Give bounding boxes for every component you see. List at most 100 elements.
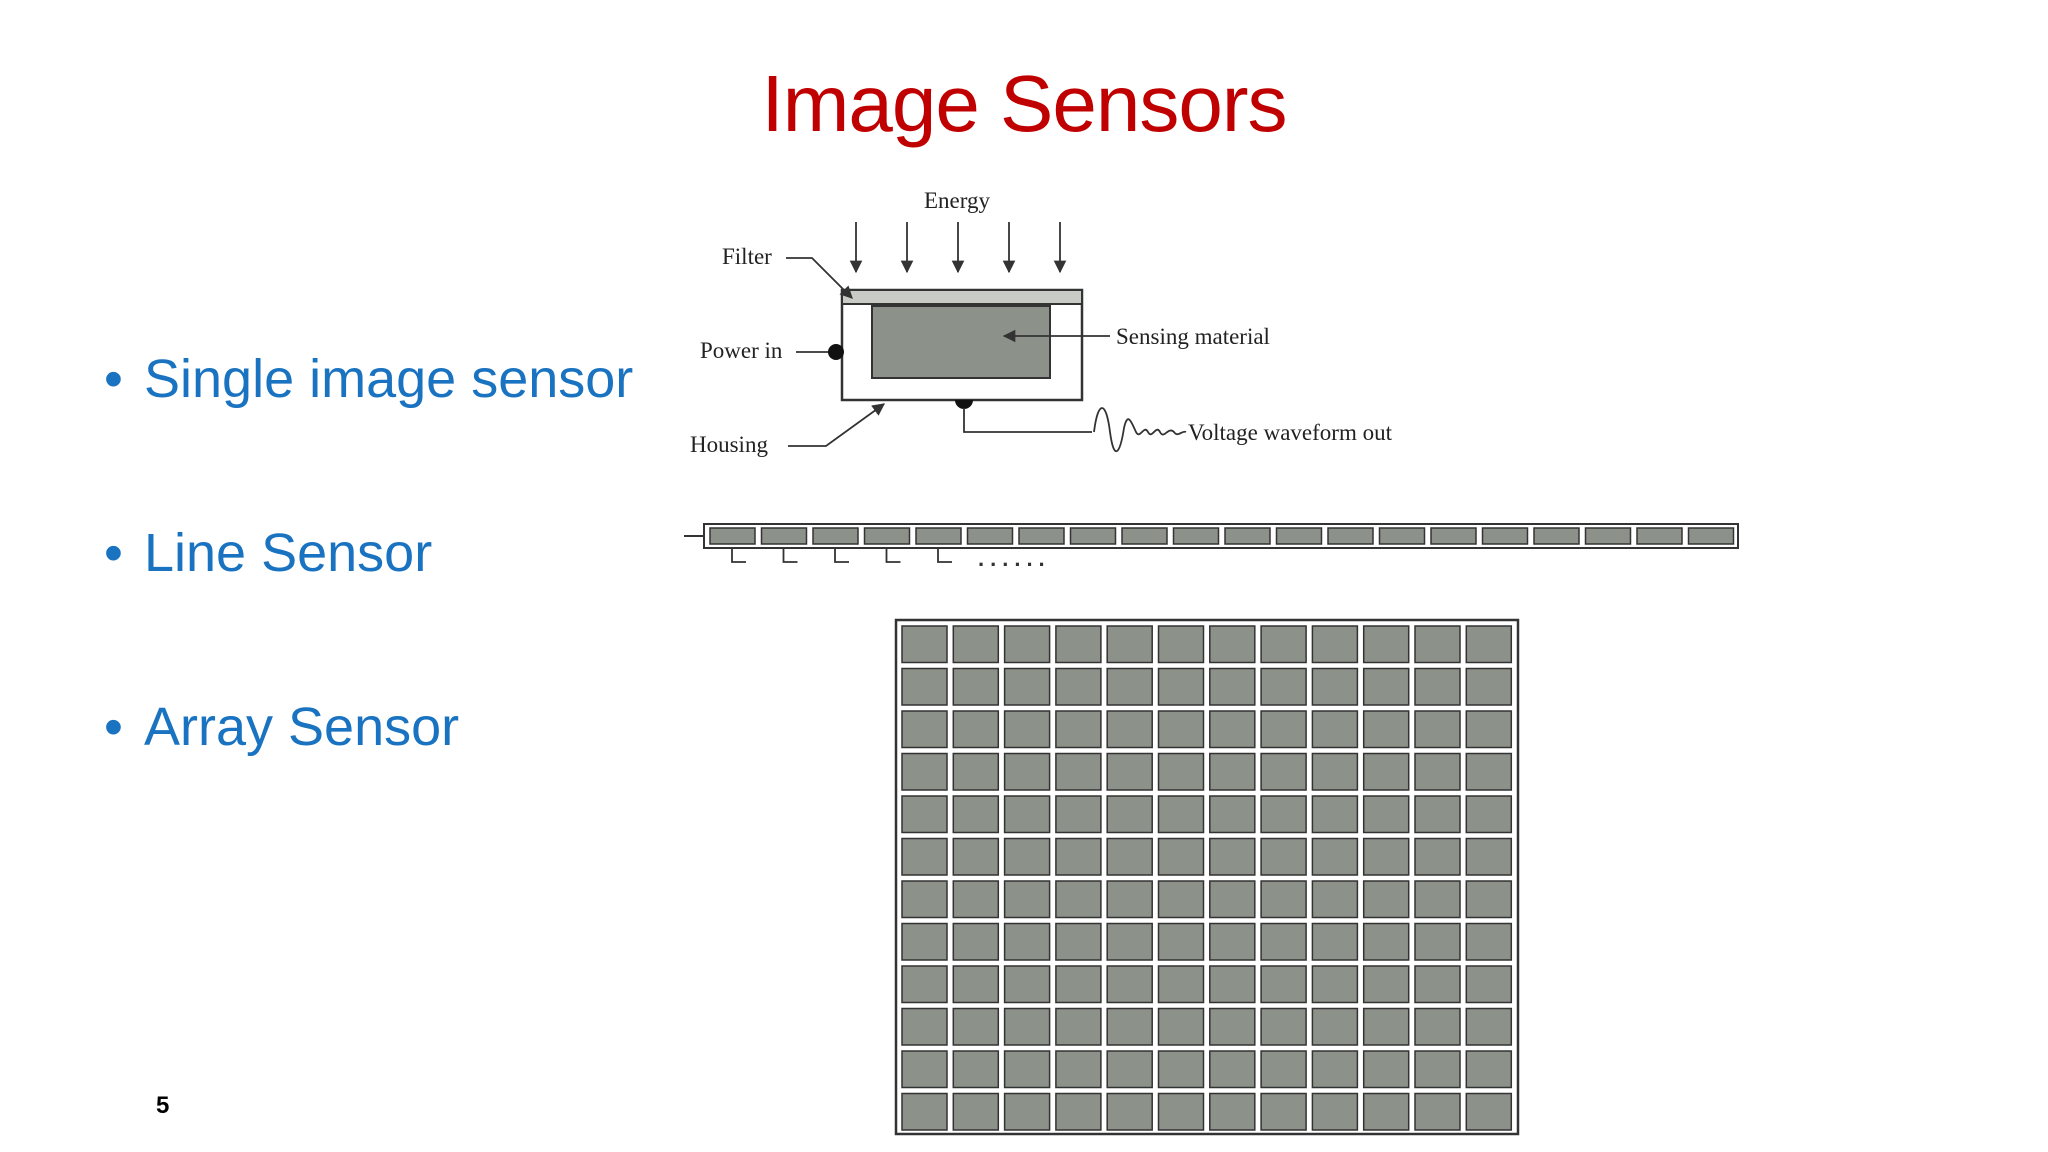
line-sensor-cells	[709, 527, 1735, 545]
array-sensor-cell	[901, 710, 948, 749]
array-sensor-cell	[1106, 837, 1153, 876]
array-sensor-cell	[1465, 752, 1513, 791]
array-sensor-cell	[1260, 837, 1307, 876]
array-sensor-cell	[1414, 837, 1461, 876]
array-sensor-cell	[1157, 880, 1205, 919]
array-sensor-cell	[1157, 1050, 1205, 1089]
array-sensor-cell	[1106, 1007, 1153, 1046]
array-sensor-cell	[1362, 625, 1410, 664]
array-sensor-cell	[1055, 1050, 1102, 1089]
array-sensor-cell	[901, 1007, 948, 1046]
array-sensor-cell	[1106, 667, 1153, 706]
array-sensor-cell	[1003, 1007, 1051, 1046]
line-sensor-cell	[709, 527, 756, 545]
array-sensor-cell	[1465, 625, 1513, 664]
array-sensor-cell	[1157, 795, 1205, 834]
array-sensor-cell	[1157, 922, 1205, 961]
energy-label: Energy	[924, 188, 991, 213]
array-sensor-cell	[1209, 1092, 1256, 1131]
array-sensor-cell	[1465, 1050, 1513, 1089]
array-sensor-cell	[1465, 965, 1513, 1004]
array-sensor-cell	[1209, 795, 1256, 834]
line-sensor-cell	[1327, 527, 1374, 545]
line-sensor-lead	[937, 548, 952, 563]
array-sensor-cell	[1157, 625, 1205, 664]
array-sensor-cell	[901, 837, 948, 876]
power-in-label: Power in	[700, 338, 783, 363]
array-sensor-cell	[1106, 965, 1153, 1004]
array-sensor-cell	[1362, 667, 1410, 706]
array-sensor-cell	[952, 965, 1000, 1004]
slide-number: 5	[156, 1092, 170, 1119]
line-sensor-lead	[731, 548, 746, 563]
line-sensor-cell	[1533, 527, 1580, 545]
bullet-array-sensor: •Array Sensor	[104, 700, 459, 754]
array-sensor-cell	[1311, 667, 1359, 706]
single-sensor-diagram: Energy Filter Power in Sensing material …	[690, 188, 1393, 457]
array-sensor-cell	[1157, 667, 1205, 706]
array-sensor-cell	[1362, 837, 1410, 876]
sensing-material-label: Sensing material	[1116, 324, 1270, 349]
filter-label: Filter	[722, 244, 772, 269]
bullet-label: Single image sensor	[144, 349, 634, 409]
array-sensor-cell	[952, 625, 1000, 664]
line-sensor-cell	[1430, 527, 1477, 545]
array-sensor-cell	[1209, 922, 1256, 961]
array-sensor-cell	[1311, 1050, 1359, 1089]
array-sensor-cell	[1260, 965, 1307, 1004]
array-sensor-cell	[952, 922, 1000, 961]
array-sensor-cell	[1209, 1007, 1256, 1046]
array-sensor-cell	[1362, 965, 1410, 1004]
line-sensor-cell	[1275, 527, 1323, 545]
bullet-dot: •	[104, 523, 123, 583]
array-sensor-cell	[1055, 880, 1102, 919]
array-sensor-cell	[1055, 922, 1102, 961]
array-sensor-cell	[1311, 625, 1359, 664]
line-sensor-ellipsis: ......	[978, 546, 1051, 571]
array-sensor-cell	[1414, 922, 1461, 961]
array-sensor-cell	[952, 752, 1000, 791]
array-sensor-cell	[1465, 880, 1513, 919]
array-sensor-cell	[1055, 752, 1102, 791]
array-sensor-cell	[1157, 710, 1205, 749]
bullet-dot: •	[104, 349, 123, 409]
array-sensor-cell	[901, 752, 948, 791]
line-sensor-lead	[834, 548, 849, 563]
array-sensor-cell	[1362, 795, 1410, 834]
array-sensor-cell	[1311, 1092, 1359, 1131]
array-sensor-cell	[1260, 625, 1307, 664]
line-sensor-leads	[731, 548, 952, 563]
array-sensor-cell	[1414, 880, 1461, 919]
power-in-terminal	[828, 344, 844, 360]
array-sensor-cell	[1209, 1050, 1256, 1089]
array-sensor-cell	[1106, 795, 1153, 834]
array-sensor-cell	[1362, 880, 1410, 919]
array-sensor-cell	[1055, 1092, 1102, 1131]
array-sensor-cell	[1003, 625, 1051, 664]
array-sensor-cell	[1106, 1092, 1153, 1131]
array-sensor-cell	[901, 667, 948, 706]
array-sensor-cell	[1209, 752, 1256, 791]
array-sensor-cell	[901, 1050, 948, 1089]
array-sensor-cell	[1209, 710, 1256, 749]
sensing-material	[871, 305, 1051, 379]
array-sensor-cell	[1209, 837, 1256, 876]
line-sensor-cell	[1687, 527, 1735, 545]
line-sensor-cell	[1018, 527, 1065, 545]
array-sensor-cell	[1414, 1092, 1461, 1131]
array-sensor-cell	[1260, 1050, 1307, 1089]
array-sensor-cell	[1003, 752, 1051, 791]
line-sensor-cell	[1481, 527, 1529, 545]
bullet-line-sensor: •Line Sensor	[104, 526, 432, 580]
array-sensor-cell	[1311, 752, 1359, 791]
array-sensor-cell	[1260, 922, 1307, 961]
array-sensor-cell	[1055, 795, 1102, 834]
array-sensor-cell	[1311, 837, 1359, 876]
array-sensor-cell	[1003, 667, 1051, 706]
bullet-label: Array Sensor	[144, 697, 460, 757]
array-sensor-cell	[1106, 710, 1153, 749]
line-sensor-cell	[1636, 527, 1683, 545]
housing-leader	[788, 403, 886, 447]
array-sensor-cell	[1055, 667, 1102, 706]
